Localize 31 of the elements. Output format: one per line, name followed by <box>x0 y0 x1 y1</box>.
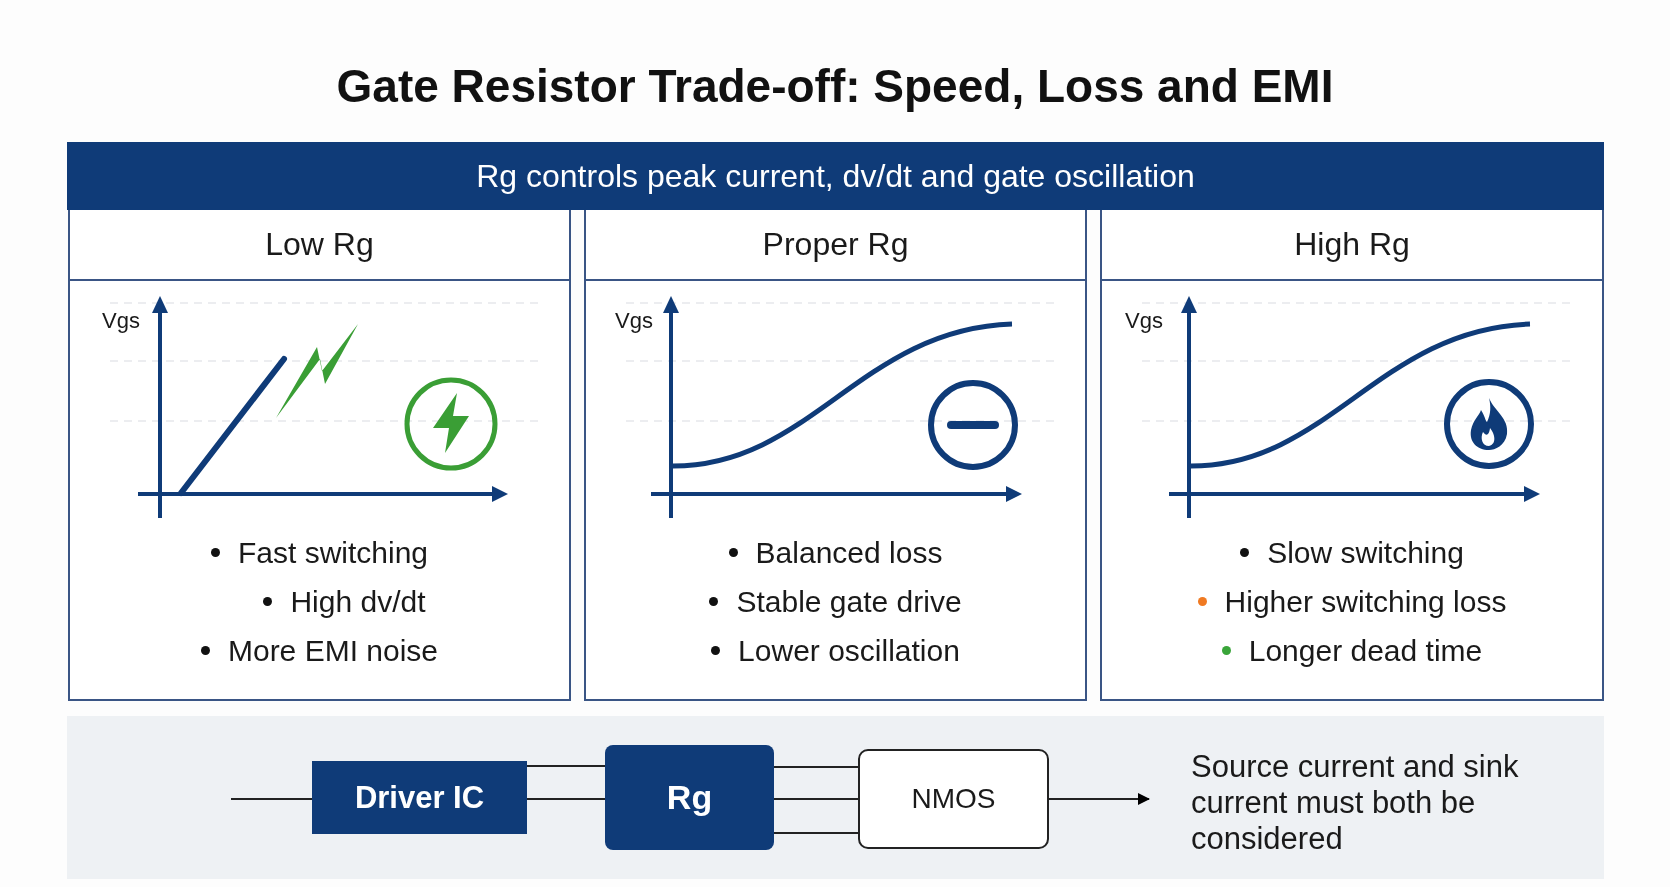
axis-label: Vgs <box>102 308 140 334</box>
transistor-box: NMOS <box>858 749 1049 849</box>
panel-card <box>68 210 571 701</box>
wire <box>526 765 606 767</box>
axis-label: Vgs <box>615 308 653 334</box>
panel-heading: High Rg <box>1102 210 1602 281</box>
wire <box>773 798 859 800</box>
note-text: Source current and sink current must both be considered <box>1191 749 1571 857</box>
bullet-item: Longer dead time <box>1221 626 1483 675</box>
bullet-item: Lower oscillation <box>711 626 960 675</box>
bullet-item: High dv/dt <box>263 577 426 626</box>
wire <box>526 798 606 800</box>
bullet-item: Slow switching <box>1240 528 1464 577</box>
bullet-item: Balanced loss <box>728 528 943 577</box>
arrow <box>1048 793 1150 805</box>
wire <box>773 766 859 768</box>
bullet-item: Stable gate drive <box>709 577 962 626</box>
bullet-item: Higher switching loss <box>1197 577 1507 626</box>
panel-card <box>1100 210 1604 701</box>
panel-card <box>584 210 1087 701</box>
wire <box>230 798 313 800</box>
header-banner: Rg controls peak current, dv/dt and gate oscillation <box>67 142 1604 210</box>
resistor-block: Rg <box>605 745 774 850</box>
bullet-item: More EMI noise <box>200 626 439 675</box>
diagram-title: Gate Resistor Trade-off: Speed, Loss and EMI <box>335 59 1335 114</box>
panel-heading: Proper Rg <box>586 210 1085 281</box>
bullet-item: Fast switching <box>210 528 429 577</box>
wire <box>773 832 859 834</box>
panel-heading: Low Rg <box>70 210 569 281</box>
driver-block: Driver IC <box>312 761 527 834</box>
axis-label: Vgs <box>1125 308 1163 334</box>
